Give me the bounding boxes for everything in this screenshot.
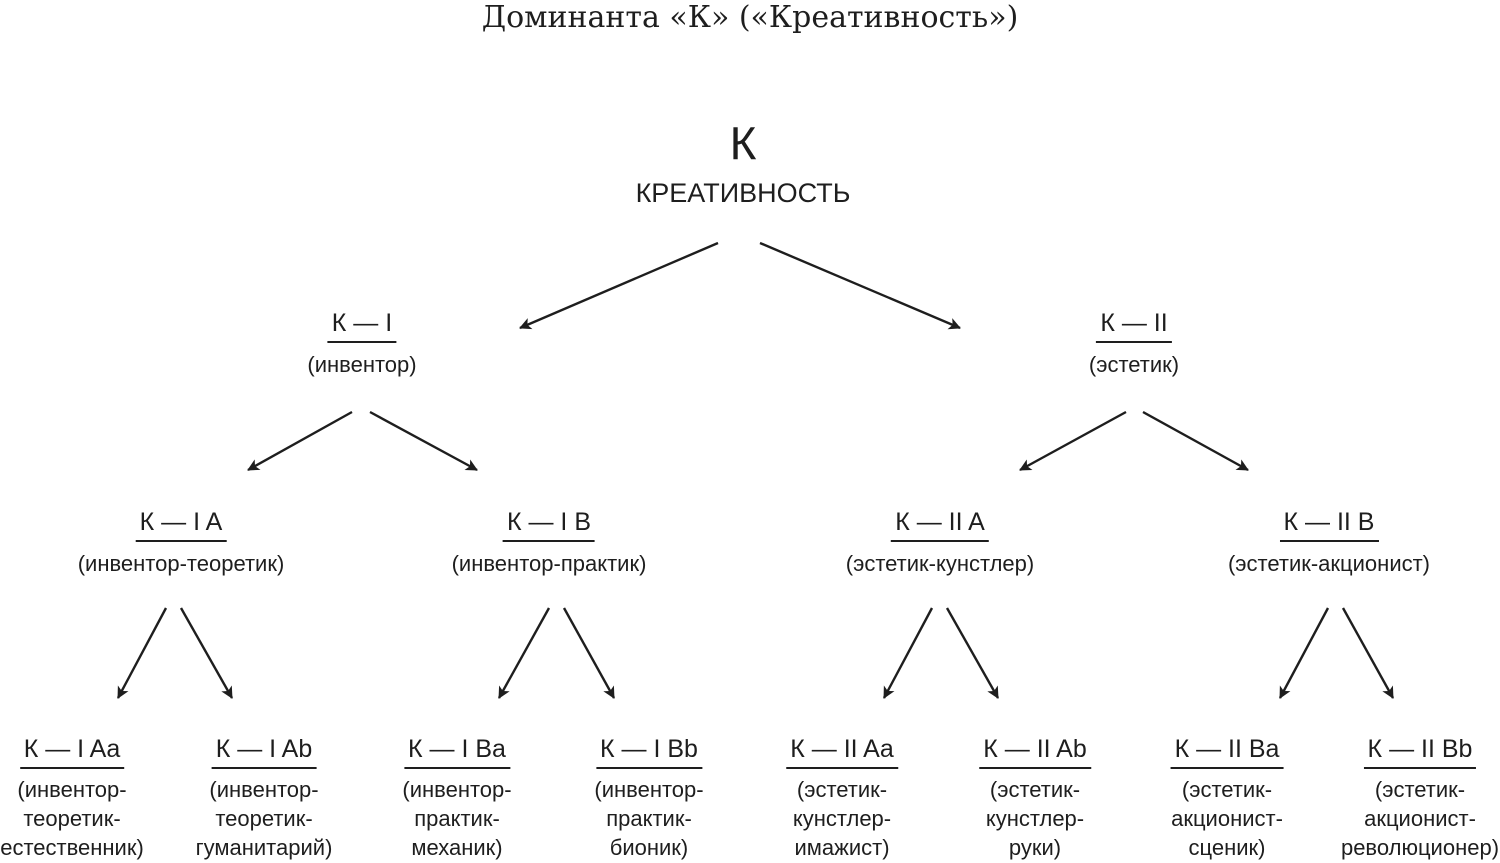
- edge-k2-to-k2a: [1019, 410, 1127, 472]
- node-k1ba-label: (инвентор-практик-механик): [402, 775, 511, 862]
- node-k2bb-code: К — II Bb: [1363, 734, 1477, 769]
- node-k2bb-line3: революционер): [1340, 835, 1500, 860]
- node-k1a-code: К — I A: [135, 507, 227, 542]
- node-k1b: К — I B (инвентор-практик): [452, 507, 647, 577]
- edge-k2a-to-k2aa: [882, 607, 934, 699]
- node-k2-code: К — II: [1096, 308, 1172, 343]
- node-k1ba-line1: (инвентор-: [402, 777, 512, 802]
- node-k1a-label: (инвентор-теоретик): [77, 551, 285, 576]
- node-k2ba: К — II Ba (эстетик-акционист-сценик): [1170, 734, 1284, 862]
- node-k2bb-line1: (эстетик-: [1374, 777, 1466, 802]
- node-k1ba-line3: механик): [411, 835, 503, 860]
- node-k2ab-label: (эстетик-кунстлер-руки): [979, 775, 1091, 862]
- node-k1ab: К — I Ab (инвентор-теоретик-гуманитарий): [196, 734, 333, 862]
- node-k1-code: К — I: [327, 308, 397, 343]
- node-k2ab-line2: кунстлер-: [985, 806, 1085, 831]
- node-k2-label: (эстетик): [1088, 352, 1180, 377]
- node-k2b: К — II B (эстетик-акционист): [1228, 507, 1430, 577]
- node-k2aa-line3: имажист): [794, 835, 890, 860]
- node-k1b-code: К — I B: [502, 507, 596, 542]
- node-k2ba-line3: сценик): [1188, 835, 1266, 860]
- edge-k1-to-k1b: [369, 410, 478, 472]
- node-k1ab-line3: гуманитарий): [195, 835, 333, 860]
- edge-k1b-to-k1ba: [497, 607, 551, 699]
- node-k1ba-code: К — I Ba: [404, 734, 510, 769]
- node-k1ab-label: (инвентор-теоретик-гуманитарий): [196, 775, 333, 862]
- node-k1bb: К — I Bb (инвентор-практик-бионик): [594, 734, 703, 862]
- node-k1ab-line2: теоретик-: [215, 806, 313, 831]
- node-k1ab-code: К — I Ab: [211, 734, 317, 769]
- node-root-code: К: [729, 117, 757, 169]
- edge-k2b-to-k2ba: [1278, 607, 1330, 699]
- node-k1bb-code: К — I Bb: [596, 734, 702, 769]
- node-k1a: К — I A (инвентор-теоретик): [78, 507, 285, 577]
- edge-k1a-to-k1aa: [116, 607, 168, 699]
- node-k2aa-line1: (эстетик-: [796, 777, 888, 802]
- diagram-title: Доминанта «К» («Креативность»): [481, 0, 1019, 35]
- node-k2ba-label: (эстетик-акционист-сценик): [1171, 775, 1284, 862]
- node-k2a-code: К — II A: [891, 507, 989, 542]
- edge-k1-to-k1a: [247, 410, 353, 472]
- node-k1bb-line3: бионик): [609, 835, 689, 860]
- node-root: К КРЕАТИВНОСТЬ: [636, 117, 851, 209]
- node-k2ab-line1: (эстетик-: [989, 777, 1081, 802]
- node-k2b-code: К — II B: [1279, 507, 1379, 542]
- node-k2aa: К — II Aa (эстетик-кунстлер-имажист): [786, 734, 898, 862]
- node-k1ab-line1: (инвентор-: [209, 777, 319, 802]
- node-k2ab-code: К — II Ab: [979, 734, 1091, 769]
- node-k1bb-label: (инвентор-практик-бионик): [594, 775, 703, 862]
- node-k1ba: К — I Ba (инвентор-практик-механик): [402, 734, 511, 862]
- node-k2aa-label: (эстетик-кунстлер-имажист): [786, 775, 898, 862]
- node-k2a: К — II A (эстетик-кунстлер): [846, 507, 1034, 577]
- node-k1-label: (инвентор): [307, 352, 417, 377]
- node-k1aa: К — I Aa (инвентор-теоретик-естественник…: [0, 734, 144, 862]
- edge-root-to-k1: [519, 241, 719, 330]
- node-k2b-label: (эстетик-акционист): [1227, 551, 1431, 576]
- node-k1b-label: (инвентор-практик): [451, 551, 647, 576]
- edge-k2b-to-k2bb: [1341, 607, 1395, 699]
- node-root-label: КРЕАТИВНОСТЬ: [635, 178, 851, 208]
- node-k2bb: К — II Bb (эстетик-акционист-революционе…: [1341, 734, 1499, 862]
- edge-k1a-to-k1ab: [179, 607, 234, 699]
- node-k2aa-code: К — II Aa: [786, 734, 898, 769]
- node-k1aa-line1: (инвентор-: [17, 777, 127, 802]
- node-k1bb-line2: практик-: [606, 806, 692, 831]
- edge-k2-to-k2b: [1142, 410, 1249, 472]
- node-k2ab-line3: руки): [1008, 835, 1062, 860]
- node-k1ba-line2: практик-: [414, 806, 500, 831]
- node-k2ba-line1: (эстетик-: [1181, 777, 1273, 802]
- node-k1aa-line2: теоретик-: [23, 806, 121, 831]
- node-k1bb-line1: (инвентор-: [594, 777, 704, 802]
- node-k2ba-line2: акционист-: [1171, 806, 1283, 831]
- node-k1: К — I (инвентор): [307, 308, 416, 378]
- node-k1aa-label: (инвентор-теоретик-естественник): [0, 775, 144, 862]
- edge-k2a-to-k2ab: [945, 607, 1000, 699]
- node-k2ab: К — II Ab (эстетик-кунстлер-руки): [979, 734, 1091, 862]
- node-k2a-label: (эстетик-кунстлер): [845, 551, 1035, 576]
- edge-root-to-k2: [759, 241, 961, 330]
- node-k1aa-line3: естественник): [0, 835, 144, 860]
- node-k2bb-label: (эстетик-акционист-революционер): [1341, 775, 1499, 862]
- node-k2aa-line2: кунстлер-: [792, 806, 892, 831]
- node-k2bb-line2: акционист-: [1364, 806, 1476, 831]
- node-k2ba-code: К — II Ba: [1170, 734, 1284, 769]
- node-k1aa-code: К — I Aa: [19, 734, 125, 769]
- node-k2: К — II (эстетик): [1089, 308, 1179, 378]
- edge-k1b-to-k1bb: [562, 607, 616, 699]
